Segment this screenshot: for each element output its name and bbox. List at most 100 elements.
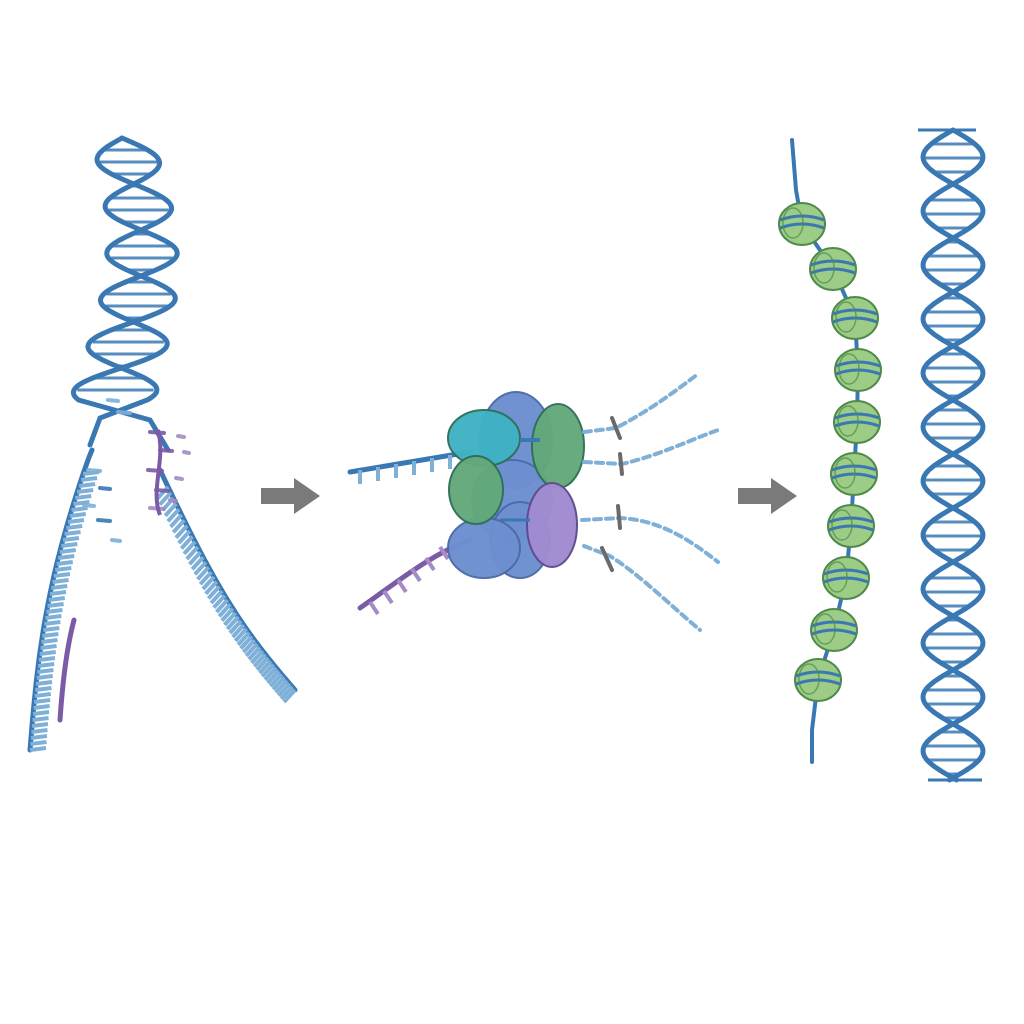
base-tick xyxy=(51,584,68,590)
protein-subunit xyxy=(447,517,521,579)
base-tick xyxy=(196,565,211,581)
base-tick xyxy=(46,608,63,614)
base-tick xyxy=(71,506,88,512)
base-tick xyxy=(174,524,189,540)
base-tick xyxy=(236,631,251,647)
histone-lobe xyxy=(813,252,835,284)
base-tick xyxy=(242,638,256,654)
base-tick xyxy=(260,663,275,678)
base-tick xyxy=(424,556,436,572)
base-tick xyxy=(38,656,56,662)
base-tick xyxy=(31,728,48,734)
base-tick xyxy=(43,626,60,632)
base-tick xyxy=(382,589,394,605)
base-tick xyxy=(35,686,52,692)
dna-strand xyxy=(85,135,178,448)
base-tick xyxy=(271,676,286,691)
nucleosome-string xyxy=(778,202,882,702)
base-fragment xyxy=(174,476,184,481)
base-tick xyxy=(30,734,48,740)
base-fragment xyxy=(106,398,120,403)
released-strand xyxy=(582,544,702,632)
protein-complex xyxy=(447,391,585,579)
base-tick xyxy=(75,494,92,500)
base-tick xyxy=(215,598,229,614)
base-tick xyxy=(247,646,262,661)
cleavage-mark xyxy=(618,452,624,476)
base-tick xyxy=(39,650,56,656)
nucleosome xyxy=(822,556,870,600)
base-tick xyxy=(190,555,205,571)
protein-subunit xyxy=(448,455,504,525)
base-tick xyxy=(163,502,178,518)
base-tick xyxy=(368,600,380,616)
dna-strand xyxy=(70,135,180,453)
base-tick xyxy=(33,704,50,710)
double-helix xyxy=(918,127,986,783)
base-tick xyxy=(61,542,78,548)
base-fragment xyxy=(96,518,112,523)
nucleosome xyxy=(833,400,881,444)
base-tick xyxy=(228,619,243,635)
base-fragment xyxy=(82,503,96,508)
base-tick xyxy=(76,488,94,494)
separated-template-strands xyxy=(27,447,298,753)
histone-lobe xyxy=(826,561,848,593)
nucleosome xyxy=(809,247,857,291)
base-tick xyxy=(48,596,66,602)
base-tick xyxy=(166,507,181,523)
base-tick xyxy=(263,666,278,682)
base-tick xyxy=(209,589,224,605)
base-tick xyxy=(231,623,246,639)
base-tick xyxy=(44,620,61,626)
nucleosome xyxy=(810,608,858,652)
base-tick xyxy=(57,554,75,560)
base-tick xyxy=(49,590,67,596)
base-tick xyxy=(244,642,259,658)
base-tick xyxy=(36,674,53,680)
histone-lobe xyxy=(837,405,859,437)
base-tick xyxy=(56,560,73,566)
nucleosome xyxy=(778,202,826,246)
base-tick xyxy=(32,710,50,716)
base-tick xyxy=(182,540,197,556)
primer-strand xyxy=(57,617,77,723)
released-strands xyxy=(580,372,720,632)
released-strand xyxy=(580,515,720,564)
base-tick xyxy=(40,644,57,650)
right-arrow-icon xyxy=(738,478,797,514)
rna-primer xyxy=(57,617,77,723)
nucleosome xyxy=(830,452,878,496)
protein-subunit xyxy=(526,482,578,568)
nucleosome xyxy=(794,658,842,702)
base-tick xyxy=(53,572,71,578)
base-tick xyxy=(37,662,55,668)
base-tick xyxy=(269,672,283,688)
base-tick xyxy=(169,513,184,529)
base-tick xyxy=(42,632,59,638)
base-tick xyxy=(239,635,254,650)
dissociating-base-fragments xyxy=(82,398,191,543)
base-fragment xyxy=(182,450,191,455)
base-tick xyxy=(274,679,289,694)
base-tick xyxy=(252,652,267,668)
base-tick xyxy=(69,512,87,518)
base-tick xyxy=(177,529,192,545)
base-tick xyxy=(233,627,248,643)
dna-strand xyxy=(920,127,986,783)
base-tick xyxy=(198,570,213,586)
replication-fork-panel xyxy=(27,135,298,753)
base-tick xyxy=(396,578,408,594)
nucleosome xyxy=(834,348,882,392)
base-tick xyxy=(220,607,235,622)
base-tick xyxy=(41,638,58,644)
histone-lobe xyxy=(831,509,853,541)
histone-lobe xyxy=(838,353,860,385)
base-tick xyxy=(73,500,90,506)
base-tick xyxy=(185,545,200,561)
base-tick xyxy=(55,566,72,572)
base-tick xyxy=(30,740,47,746)
base-fragment xyxy=(116,410,132,415)
base-tick xyxy=(223,611,238,627)
